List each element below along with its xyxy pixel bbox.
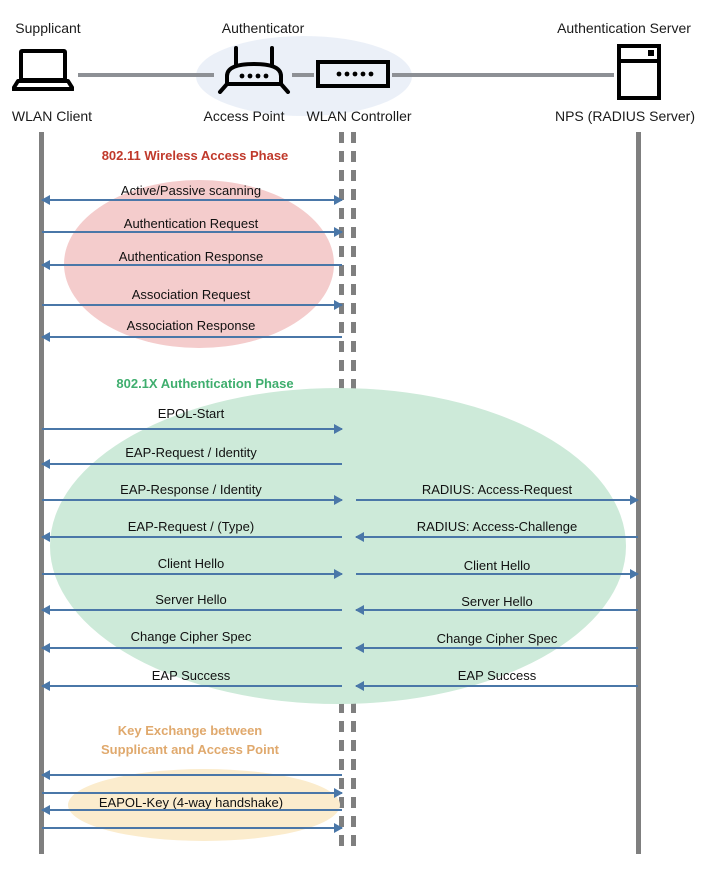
message-arrow-eap-success-right	[355, 680, 638, 692]
message-arrow-server-hello-right	[355, 604, 638, 616]
message-arrow-eapol-key-3	[41, 804, 342, 816]
message-label-radius-access-challenge: RADIUS: Access-Challenge	[416, 519, 578, 534]
actor-device-wlan-client: WLAN Client	[11, 108, 93, 124]
message-arrow-eapol-key-2	[42, 787, 343, 799]
message-label-authentication-response: Authentication Response	[118, 249, 264, 264]
phase-label-key-exchange-line1: Key Exchange between	[117, 723, 263, 738]
phase-blob-8021x	[50, 388, 626, 704]
actor-role-supplicant: Supplicant	[15, 20, 81, 36]
link-controller-to-server	[392, 73, 614, 77]
message-label-client-hello-right: Client Hello	[463, 558, 531, 573]
message-label-eap-request-type: EAP-Request / (Type)	[127, 519, 255, 534]
server-tower-icon	[617, 44, 661, 100]
message-arrow-radius-access-request	[356, 494, 639, 506]
message-label-eapol-key-4way-handshake: EAPOL-Key (4-way handshake)	[98, 795, 284, 810]
phase-label-key-exchange-line2: Supplicant and Access Point	[101, 742, 279, 757]
message-label-client-hello-left: Client Hello	[157, 556, 225, 571]
message-label-epol-start: EPOL-Start	[157, 406, 225, 421]
message-label-radius-access-request: RADIUS: Access-Request	[421, 482, 573, 497]
message-arrow-server-hello-left	[41, 604, 342, 616]
message-arrow-eapol-key-4	[42, 822, 343, 834]
message-arrow-association-response	[41, 331, 342, 343]
actor-device-nps-radius-server: NPS (RADIUS Server)	[554, 108, 696, 124]
actor-device-wlan-controller: WLAN Controller	[306, 108, 412, 124]
lifeline-supplicant	[39, 132, 44, 854]
message-arrow-eap-request-identity	[41, 458, 342, 470]
phase-label-8021x: 802.1X Authentication Phase	[116, 376, 294, 391]
link-ap-to-controller	[292, 73, 314, 77]
actor-device-access-point: Access Point	[203, 108, 285, 124]
message-label-change-cipher-spec-right: Change Cipher Spec	[436, 631, 558, 646]
message-arrow-epol-start	[42, 423, 343, 435]
phase-blob-key-exchange	[68, 769, 340, 841]
message-arrow-authentication-response	[41, 259, 342, 271]
message-label-association-request: Association Request	[131, 287, 251, 302]
message-arrow-eap-response-identity	[42, 494, 343, 506]
lifeline-authentication-server	[636, 132, 641, 854]
network-controller-icon	[316, 60, 390, 88]
laptop-icon	[12, 49, 74, 91]
message-arrow-authentication-request	[42, 226, 343, 238]
message-label-eap-response-identity: EAP-Response / Identity	[120, 482, 262, 497]
message-arrow-association-request	[42, 299, 343, 311]
message-label-association-response: Association Response	[126, 318, 256, 333]
link-client-to-ap	[78, 73, 214, 77]
message-label-change-cipher-spec-left: Change Cipher Spec	[130, 629, 252, 644]
message-arrow-change-cipher-spec-right	[355, 642, 638, 654]
message-label-server-hello-left: Server Hello	[155, 592, 227, 607]
message-arrow-radius-access-challenge	[355, 531, 638, 543]
message-arrow-eap-request-type	[41, 531, 342, 543]
phase-label-80211: 802.11 Wireless Access Phase	[101, 148, 289, 163]
message-arrow-client-hello-right	[356, 568, 639, 580]
message-label-eap-request-identity: EAP-Request / Identity	[125, 445, 257, 460]
actor-role-authentication-server: Authentication Server	[557, 20, 691, 36]
message-arrow-active-passive-scanning	[41, 194, 343, 206]
actor-role-authenticator: Authenticator	[221, 20, 305, 36]
wireless-router-icon	[218, 46, 290, 94]
message-arrow-eap-success-left	[41, 680, 342, 692]
message-arrow-change-cipher-spec-left	[41, 642, 342, 654]
message-label-authentication-request: Authentication Request	[123, 216, 259, 231]
message-label-active-passive-scanning: Active/Passive scanning	[120, 183, 262, 198]
message-arrow-client-hello-left	[42, 568, 343, 580]
message-label-server-hello-right: Server Hello	[461, 594, 533, 609]
message-label-eap-success-right: EAP Success	[457, 668, 537, 683]
message-label-eap-success-left: EAP Success	[151, 668, 231, 683]
message-arrow-eapol-key-1	[41, 769, 342, 781]
